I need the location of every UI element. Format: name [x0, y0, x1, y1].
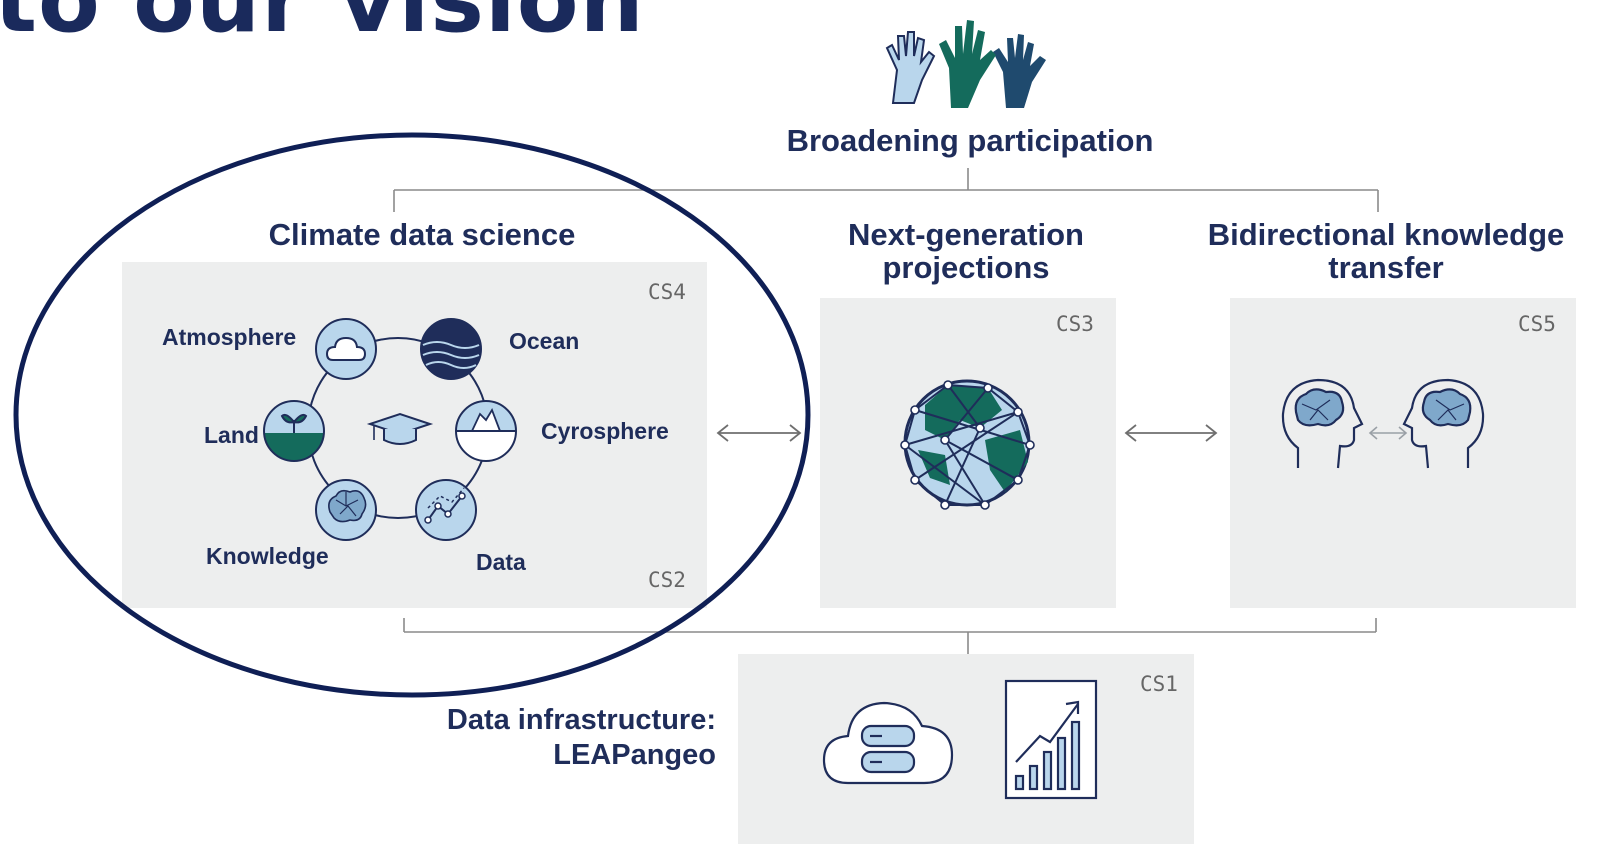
ocean-node-icon: [420, 318, 482, 380]
next-generation-line-1: Next-generation: [848, 217, 1084, 252]
data-node-icon: [415, 479, 477, 541]
knowledge-label: Knowledge: [206, 543, 329, 569]
data-infrastructure-line-2: LEAPangeo: [553, 739, 716, 771]
broadening-participation-label: Broadening participation: [786, 123, 1154, 158]
cloud-server-icon: [822, 701, 954, 785]
infrastructure-panel: [738, 654, 1194, 844]
data-infrastructure-label: Data infrastructure: LEAPangeo: [400, 703, 716, 773]
raised-hands-icon: [885, 20, 1046, 108]
knowledge-exchange-arrow: [1368, 426, 1408, 440]
slide-title: to our vision: [0, 0, 645, 53]
cs1-code: CS1: [1140, 672, 1178, 696]
bidirectional-line-1: Bidirectional knowledge: [1207, 217, 1565, 252]
bidirectional-arrows: [716, 424, 1218, 442]
data-infrastructure-line-1: Data infrastructure:: [446, 704, 716, 736]
globe-network-icon: [900, 379, 1035, 510]
land-node-icon: [263, 400, 325, 462]
cs2-code: CS2: [648, 568, 686, 592]
next-generation-line-2: projections: [882, 250, 1050, 285]
growth-chart-icon: [1004, 679, 1098, 800]
bidirectional-transfer-title: Bidirectional knowledge transfer: [1196, 218, 1576, 284]
ocean-label: Ocean: [509, 328, 580, 354]
atmosphere-label: Atmosphere: [162, 324, 297, 350]
bidirectional-line-2: transfer: [1328, 250, 1444, 285]
cs4-code: CS4: [648, 280, 686, 304]
graduation-cap-icon: [366, 412, 434, 445]
head-brain-left-icon: [1281, 378, 1364, 469]
transfer-panel: [1230, 298, 1576, 608]
cs3-code: CS3: [1056, 312, 1094, 336]
knowledge-node-icon: [315, 479, 377, 541]
cryosphere-label: Cyrosphere: [541, 418, 669, 444]
connector-lines: [393, 168, 1379, 654]
data-label: Data: [476, 549, 526, 575]
next-generation-title: Next-generation projections: [816, 218, 1116, 284]
cryosphere-node-icon: [455, 400, 517, 462]
head-brain-right-icon: [1402, 378, 1485, 469]
atmosphere-node-icon: [315, 318, 377, 380]
cs5-code: CS5: [1518, 312, 1556, 336]
climate-data-science-title: Climate data science: [268, 217, 576, 252]
land-label: Land: [204, 422, 259, 448]
highlight-ellipse: [13, 132, 811, 698]
